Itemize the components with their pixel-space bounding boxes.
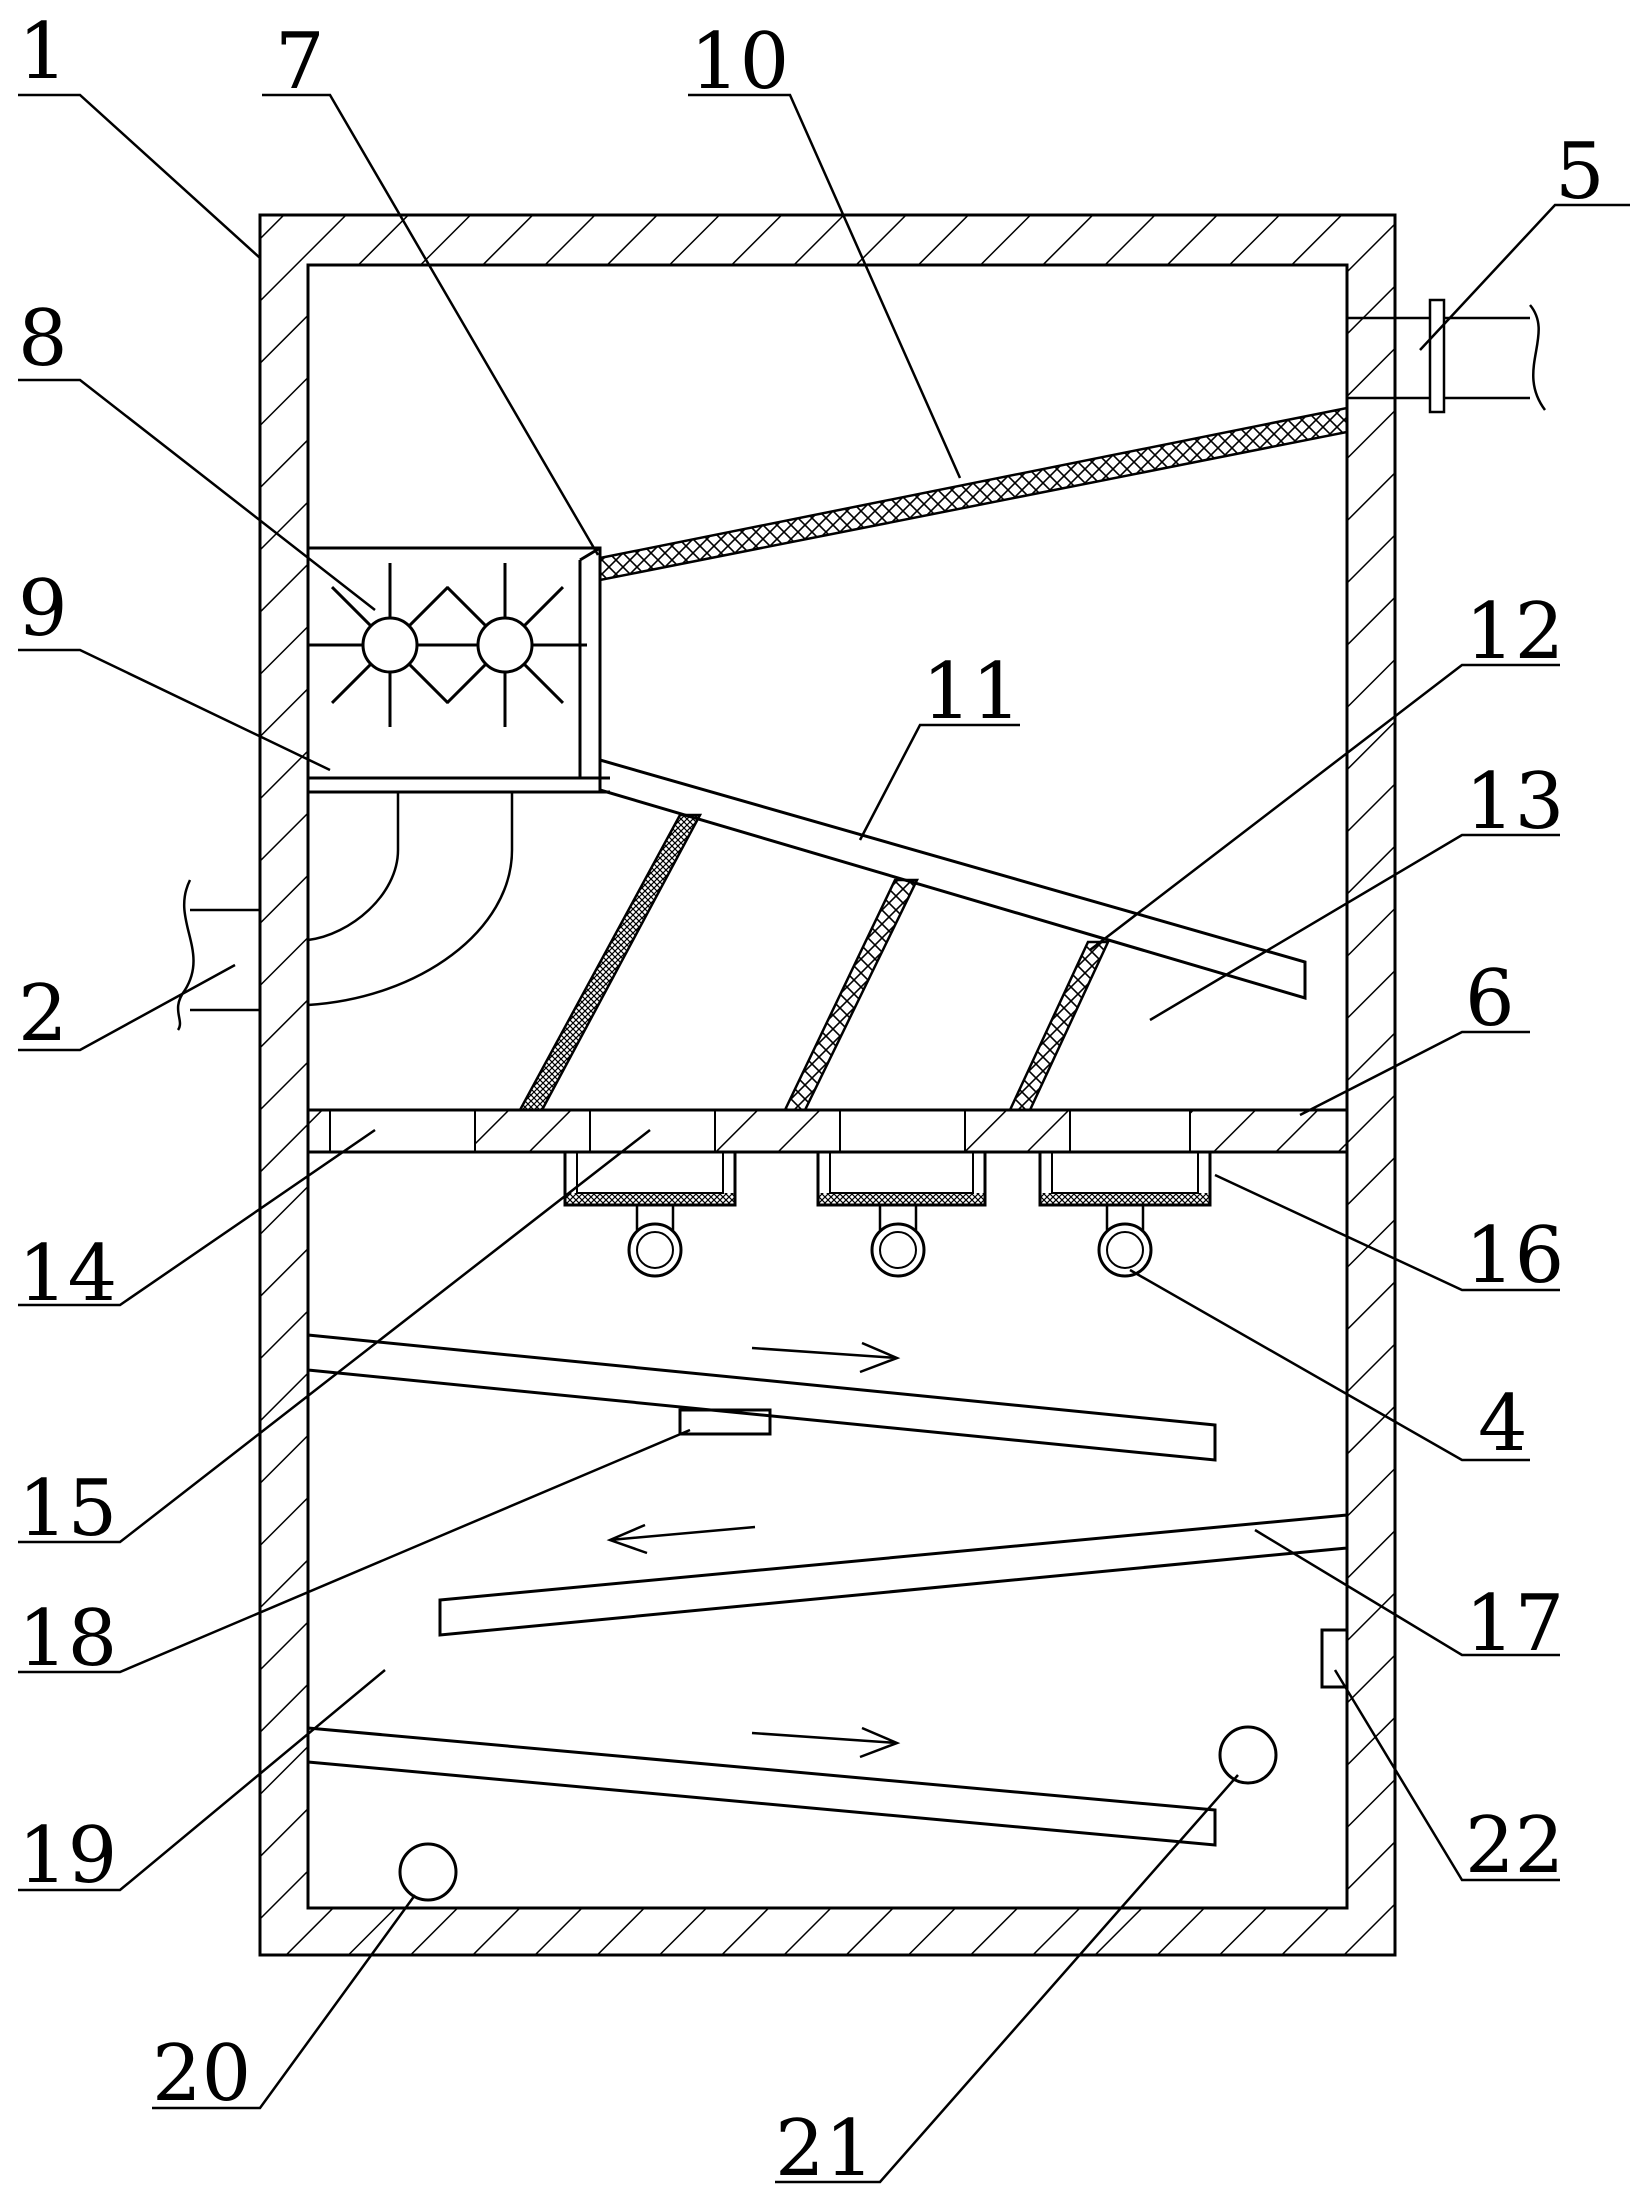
label-5: 5 bbox=[1555, 127, 1605, 217]
hopper-bottom bbox=[565, 1193, 735, 1205]
label-2: 2 bbox=[18, 969, 68, 1059]
label-10: 10 bbox=[690, 17, 789, 107]
reference-labels: 1 7 10 5 8 9 11 12 13 2 6 14 16 4 15 17 … bbox=[18, 7, 1605, 2187]
inlet-elbow bbox=[307, 792, 514, 1007]
label-15: 15 bbox=[18, 1464, 117, 1554]
roller-blade bbox=[330, 663, 372, 705]
hopper-inner bbox=[1051, 1152, 1199, 1194]
outlets bbox=[398, 1628, 1349, 1902]
leader-line bbox=[18, 1428, 691, 1674]
leader-line bbox=[775, 1774, 1239, 2184]
leader-line bbox=[1254, 1528, 1560, 1657]
leader-line bbox=[1149, 833, 1560, 1022]
roller-1 bbox=[361, 616, 419, 674]
roller-blade bbox=[408, 585, 450, 627]
leader-line bbox=[18, 1128, 376, 1307]
nozzle-inner bbox=[879, 1231, 917, 1269]
leader-line bbox=[688, 93, 962, 479]
label-18: 18 bbox=[18, 1594, 117, 1684]
nozzle-inner bbox=[636, 1231, 674, 1269]
hopper-inner bbox=[576, 1152, 724, 1194]
leader-line bbox=[18, 93, 261, 259]
label-20: 20 bbox=[152, 2029, 251, 2119]
label-7: 7 bbox=[275, 17, 325, 107]
leader-line bbox=[1333, 1669, 1560, 1882]
upper-screen bbox=[598, 406, 1349, 582]
leader-lines bbox=[18, 93, 1630, 2184]
label-21: 21 bbox=[775, 2104, 874, 2187]
leader-line bbox=[1089, 663, 1560, 951]
leader-line bbox=[1299, 1030, 1530, 1117]
leader-line bbox=[18, 1669, 386, 1892]
inlet-pipe bbox=[176, 879, 260, 1031]
leader-line bbox=[152, 1894, 417, 2110]
label-12: 12 bbox=[1465, 587, 1564, 677]
label-22: 22 bbox=[1465, 1801, 1564, 1891]
roller-blade bbox=[445, 663, 487, 705]
leader-line bbox=[18, 963, 236, 1052]
label-17: 17 bbox=[1465, 1579, 1564, 1669]
label-1: 1 bbox=[18, 7, 68, 97]
crusher-wall bbox=[308, 546, 610, 794]
label-14: 14 bbox=[18, 1229, 117, 1319]
inclined-plate bbox=[598, 758, 1307, 1001]
leader-line bbox=[858, 723, 1020, 841]
outlet-pipe bbox=[1345, 298, 1547, 414]
roller-blade bbox=[408, 663, 450, 705]
roller-2 bbox=[476, 616, 534, 674]
leader-line bbox=[18, 648, 331, 772]
housing bbox=[258, 213, 1397, 1957]
leader-line bbox=[1419, 203, 1630, 351]
partition-solid bbox=[307, 1109, 331, 1153]
partition-plate bbox=[307, 1108, 1348, 1154]
partition-solid bbox=[474, 1109, 591, 1153]
partition-solid bbox=[1189, 1109, 1348, 1153]
label-11: 11 bbox=[922, 647, 1021, 737]
label-9: 9 bbox=[18, 564, 68, 654]
leader-line bbox=[1214, 1173, 1560, 1292]
leader-line bbox=[262, 93, 600, 556]
label-16: 16 bbox=[1465, 1211, 1564, 1301]
partition-solid bbox=[964, 1109, 1071, 1153]
roller-blade bbox=[523, 663, 565, 705]
label-19: 19 bbox=[18, 1811, 117, 1901]
roller-blade bbox=[330, 585, 372, 627]
crushing-rollers bbox=[308, 563, 587, 727]
partition-solid bbox=[714, 1109, 841, 1153]
hopper-inner bbox=[829, 1152, 974, 1194]
label-6: 6 bbox=[1465, 954, 1515, 1044]
leader-line bbox=[1129, 1268, 1530, 1462]
leader-line bbox=[18, 378, 376, 611]
filter-screens bbox=[517, 813, 1110, 1112]
label-13: 13 bbox=[1465, 757, 1564, 847]
hopper-bottom bbox=[818, 1193, 985, 1205]
collecting-hoppers bbox=[563, 1152, 1212, 1278]
baffles bbox=[306, 1333, 1349, 1847]
roller-blade bbox=[523, 585, 565, 627]
hopper-bottom bbox=[1040, 1193, 1210, 1205]
roller-blade bbox=[445, 585, 487, 627]
label-4: 4 bbox=[1478, 1379, 1528, 1469]
nozzle-inner bbox=[1106, 1231, 1144, 1269]
leader-line bbox=[18, 1129, 651, 1544]
label-8: 8 bbox=[18, 294, 68, 384]
flow-arrows bbox=[606, 1341, 901, 1759]
